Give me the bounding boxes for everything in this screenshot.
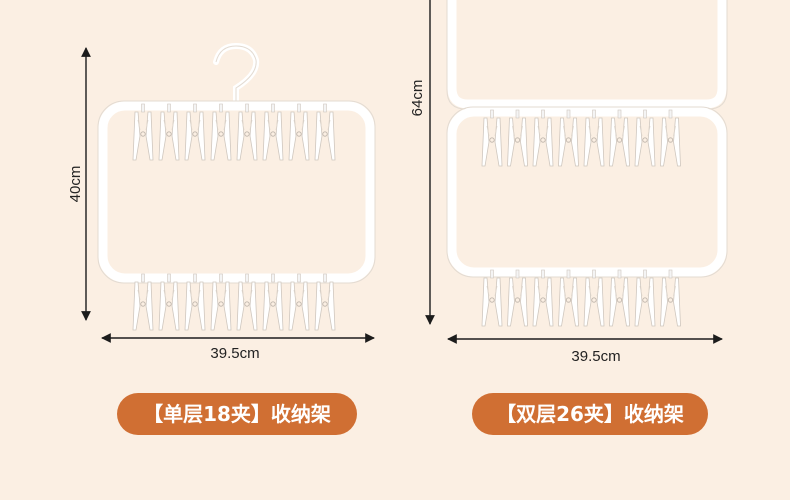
double-layer-title: 【双层26夹】收纳架 bbox=[496, 402, 684, 426]
clip-row-top bbox=[132, 103, 336, 161]
clothespin-clip bbox=[184, 273, 206, 331]
clothespin-clip bbox=[481, 109, 503, 167]
clothespin-clip bbox=[262, 273, 284, 331]
height-label: 40cm bbox=[67, 166, 84, 203]
clothespin-clip bbox=[184, 103, 206, 161]
clothespin-clip bbox=[314, 103, 336, 161]
clothespin-clip bbox=[158, 103, 180, 161]
clothespin-clip bbox=[609, 109, 630, 167]
clothespin-clip bbox=[634, 269, 656, 327]
clothespin-clip bbox=[314, 273, 336, 331]
height-label: 64cm bbox=[409, 80, 426, 117]
double-layer-hanger bbox=[446, 0, 728, 327]
clip-row-bottom bbox=[132, 273, 336, 331]
clothespin-clip bbox=[660, 109, 681, 167]
clothespin-clip bbox=[660, 269, 681, 327]
clothespin-clip bbox=[132, 103, 154, 161]
width-label: 39.5cm bbox=[571, 348, 620, 365]
clothespin-clip bbox=[210, 273, 232, 331]
clothespin-clip bbox=[236, 273, 258, 331]
clothespin-clip bbox=[158, 273, 180, 331]
clothespin-clip bbox=[558, 109, 579, 167]
clothespin-clip bbox=[288, 103, 310, 161]
clothespin-clip bbox=[481, 269, 503, 327]
width-label: 39.5cm bbox=[210, 345, 259, 362]
double-layer-title-badge: 【双层26夹】收纳架 bbox=[472, 393, 708, 435]
clothespin-clip bbox=[558, 269, 579, 327]
clip-row-top bbox=[481, 109, 681, 167]
clothespin-clip bbox=[634, 109, 656, 167]
clothespin-clip bbox=[507, 269, 528, 327]
clothespin-clip bbox=[609, 269, 630, 327]
clothespin-clip bbox=[532, 269, 554, 327]
clothespin-clip bbox=[262, 103, 284, 161]
clothespin-clip bbox=[288, 273, 310, 331]
clothespin-clip bbox=[583, 109, 605, 167]
clothespin-clip bbox=[507, 109, 528, 167]
clip-row-bottom bbox=[481, 269, 681, 327]
clothespin-clip bbox=[583, 269, 605, 327]
clothespin-clip bbox=[236, 103, 258, 161]
single-layer-hanger bbox=[97, 42, 376, 331]
single-layer-title: 【单层18夹】收纳架 bbox=[143, 402, 331, 426]
clothespin-clip bbox=[532, 109, 554, 167]
single-layer-title-badge: 【单层18夹】收纳架 bbox=[117, 393, 357, 435]
clothespin-clip bbox=[132, 273, 154, 331]
clothespin-clip bbox=[210, 103, 232, 161]
